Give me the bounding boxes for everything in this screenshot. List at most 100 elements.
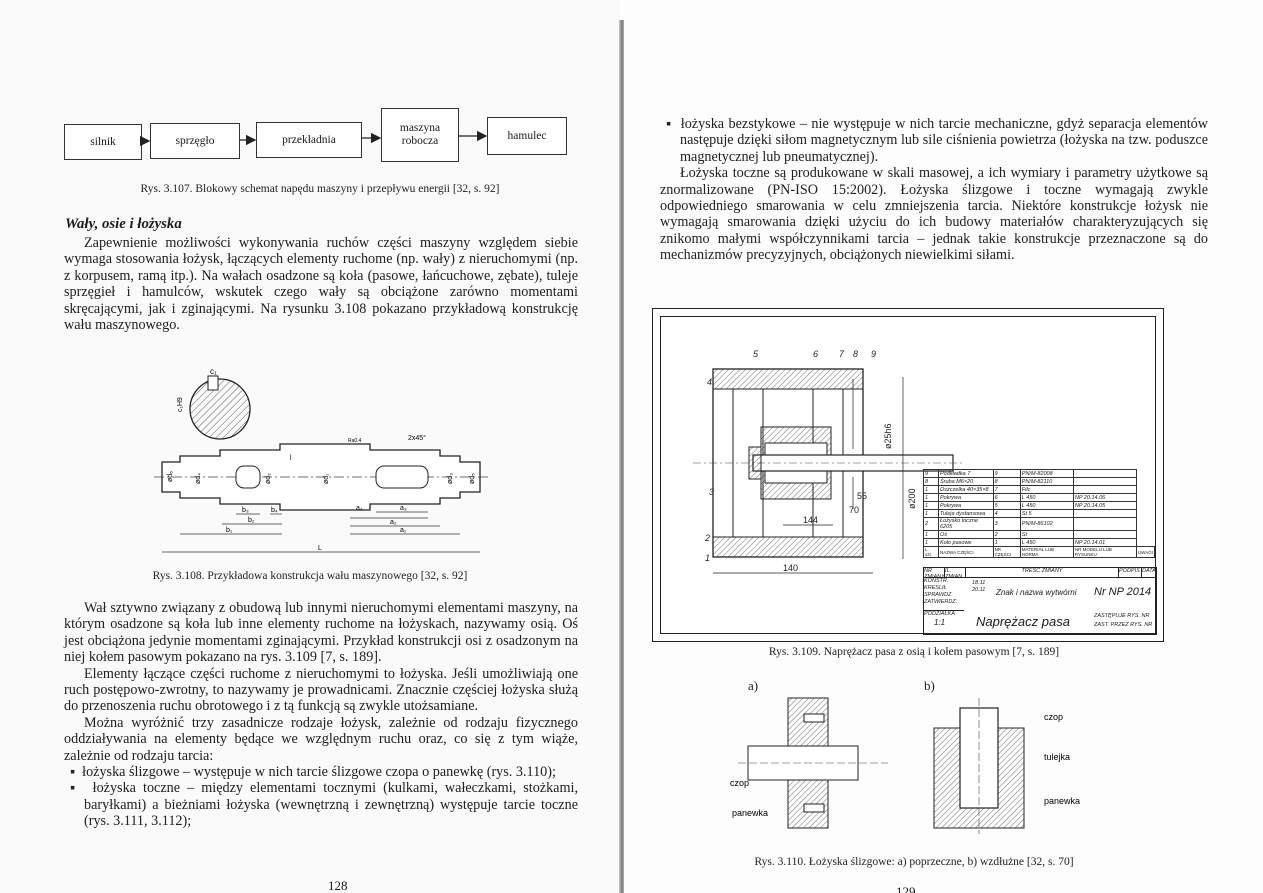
table-cell [1072, 530, 1137, 539]
technical-drawing-frame: 4 5 6 7 8 9 3 2 1 55 70 144 140 ø25h6 ø2… [652, 308, 1164, 642]
block-diagram-arrows [139, 130, 488, 147]
paragraph-text: Elementy łączące części ruchome z nieruc… [64, 665, 578, 715]
book-gutter [619, 20, 625, 893]
title-cell: ZASTĘPUJE RYS. NR [1094, 613, 1150, 619]
block-silnik: silnik [64, 124, 142, 160]
page-number-left: 128 [328, 878, 348, 893]
table-cell: Oś [937, 530, 994, 539]
table-cell: 1 [923, 538, 939, 547]
label-d5: ød₅ [469, 473, 476, 484]
company-name: Znak i nazwa wytwórni [996, 588, 1077, 597]
table-cell: 9 [992, 469, 1021, 478]
block-hamulec: hamulec [487, 117, 567, 155]
figure-caption-110: Rys. 3.110. Łożyska ślizgowe: a) poprzec… [754, 856, 1074, 868]
label-d4: ød₄ [195, 473, 202, 484]
table-cell: 1 [992, 538, 1021, 547]
table-cell [1072, 477, 1137, 486]
table-cell [1072, 509, 1137, 518]
dim-label: 55 [857, 491, 867, 501]
shaft-drawing: c₁ c₁H9 2x45° Ra0.4 l ød₆ ød₄ ød₂ ød₁ ød… [154, 367, 490, 553]
label-a3: a₃ [400, 505, 407, 512]
label-tulejka: tulejka [1044, 752, 1070, 762]
dim-label: 144 [803, 515, 818, 525]
table-cell: 2 [992, 530, 1021, 539]
label-chamfer: 2x45° [408, 434, 426, 442]
table-cell: PN/M-82110 [1019, 477, 1074, 486]
table-header-cell: NR MODELU LUB RYSUNKU [1072, 546, 1137, 558]
table-cell: L 450 [1019, 538, 1074, 547]
drawing-title: Naprężacz pasa [976, 614, 1070, 629]
table-cell: 8 [923, 477, 939, 486]
table-cell: PN/M-86102 [1019, 517, 1074, 531]
scale-value: 1:1 [934, 618, 946, 627]
leader-label: 7 [839, 349, 845, 359]
leader-label: 4 [707, 377, 712, 387]
table-cell: Pokrywa [937, 493, 994, 502]
label-c1: c₁ [210, 367, 217, 376]
figure-caption-108: Rys. 3.108. Przykładowa konstrukcja wału… [152, 570, 468, 582]
table-header-cell: MATERIAŁ LUB NORMA [1019, 546, 1074, 558]
label-czop-a: czop [730, 778, 749, 788]
label-d6: ød₆ [167, 471, 174, 482]
title-block: NR ZMIANY IL. ZMIAN TREŚĆ ZMIANY PODPIS … [923, 567, 1157, 635]
leader-label: 1 [705, 553, 710, 563]
table-cell: Pokrywa [937, 501, 994, 510]
table-cell: L 450 [1019, 501, 1074, 510]
title-cell: ZAST. PRZEZ RYS. NR [1094, 622, 1153, 628]
dim-label: 140 [783, 563, 798, 573]
label-a4: a₄ [356, 505, 363, 512]
list-item-text: łożyska bezstykowe – nie występuje w nic… [680, 116, 1208, 165]
shaft-section [189, 378, 251, 440]
table-cell: 7 [992, 485, 1021, 494]
dim-label: ø200 [907, 488, 917, 509]
title-cell: KRESLIŁ [924, 585, 947, 591]
table-cell: NP 20.14.06 [1072, 493, 1137, 502]
table-cell: 1 [923, 501, 939, 510]
label-panewka-a: panewka [732, 808, 768, 818]
paragraph-text: Wał sztywno związany z obudową lub innym… [64, 600, 578, 666]
table-cell: 4 [992, 509, 1021, 518]
table-cell: 2 [923, 517, 939, 531]
table-cell: Podkładka 7 [937, 469, 994, 478]
table-cell: 8 [992, 477, 1021, 486]
label-roughness: Ra0.4 [348, 438, 362, 444]
title-cell: NR ZMIANY [924, 568, 945, 580]
table-cell: Oszczelka 40×35×8 [937, 485, 994, 494]
list-item: ▪ łożyska toczne – między elementami toc… [70, 780, 579, 830]
radial-bearing-drawing: czop panewka [730, 697, 888, 829]
left-page: silnik sprzęgło przekładnia maszyna robo… [0, 0, 620, 893]
table-cell [1072, 517, 1137, 531]
section-heading: Wały, osie i łożyska [65, 216, 182, 232]
table-header-cell: L. szt. [923, 546, 939, 558]
table-cell: 9 [923, 469, 939, 478]
dim-label: ø25h6 [883, 423, 893, 449]
table-cell: NP 20.14.05 [1072, 501, 1137, 510]
table-cell: St 5 [1019, 509, 1074, 518]
leader-label: 8 [853, 349, 858, 359]
leader-label: 5 [753, 349, 759, 359]
table-cell: 1 [923, 493, 939, 502]
drawing-number: Nr NP 2014 [1094, 586, 1152, 598]
label-panewka-b: panewka [1044, 796, 1080, 806]
label-b1: b₁ [226, 527, 233, 534]
title-cell: ZATWIERDZ. [924, 599, 958, 605]
table-cell: PN/M-82008 [1019, 469, 1074, 478]
title-cell: 20.11 [972, 587, 986, 593]
label-b3: b₃ [242, 507, 249, 514]
label-d3: ød₃ [447, 473, 454, 484]
body-text-lower: Wał sztywno związany z obudową lub innym… [64, 600, 578, 830]
label-a1: a₁ [400, 527, 407, 534]
label-a2: a₂ [390, 519, 397, 526]
label-czop-b: czop [1044, 712, 1063, 722]
title-cell: TREŚĆ ZMIANY [966, 568, 1119, 577]
table-cell: 3 [992, 517, 1021, 531]
label-b2: b₂ [248, 517, 255, 524]
leader-label: 2 [704, 533, 710, 543]
